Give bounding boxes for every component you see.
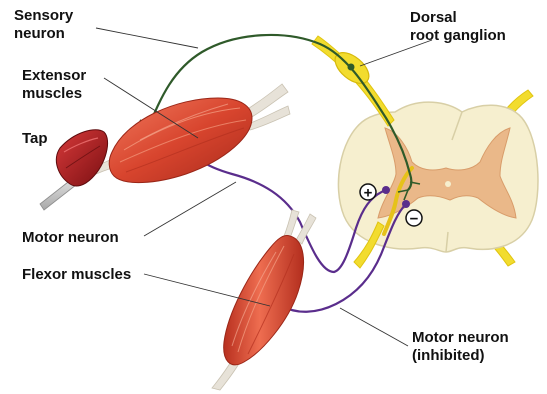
label-motor-neuron-inhibited: Motor neuron (inhibited): [412, 329, 513, 364]
central-canal: [445, 181, 451, 187]
inhibitory-sign: −: [410, 211, 419, 228]
reflex-hammer: [40, 130, 108, 210]
label-dorsal-root-ganglion: Dorsal root ganglion: [410, 9, 506, 44]
leader-motor-neuron: [144, 182, 236, 236]
flexor-muscle: [212, 210, 316, 390]
leader-sensory-neuron: [96, 28, 198, 48]
extensor-muscle: [78, 84, 290, 183]
label-flexor-muscles: Flexor muscles: [22, 266, 131, 283]
label-extensor-muscles: Extensor muscles: [22, 67, 90, 102]
label-sensory-neuron: Sensory neuron: [14, 7, 77, 42]
label-motor-neuron: Motor neuron: [22, 229, 119, 246]
label-tap: Tap: [22, 130, 48, 147]
leader-motor-neuron-inhibited: [340, 308, 408, 346]
excitatory-sign: +: [364, 185, 373, 202]
spinal-cord: [338, 90, 538, 266]
